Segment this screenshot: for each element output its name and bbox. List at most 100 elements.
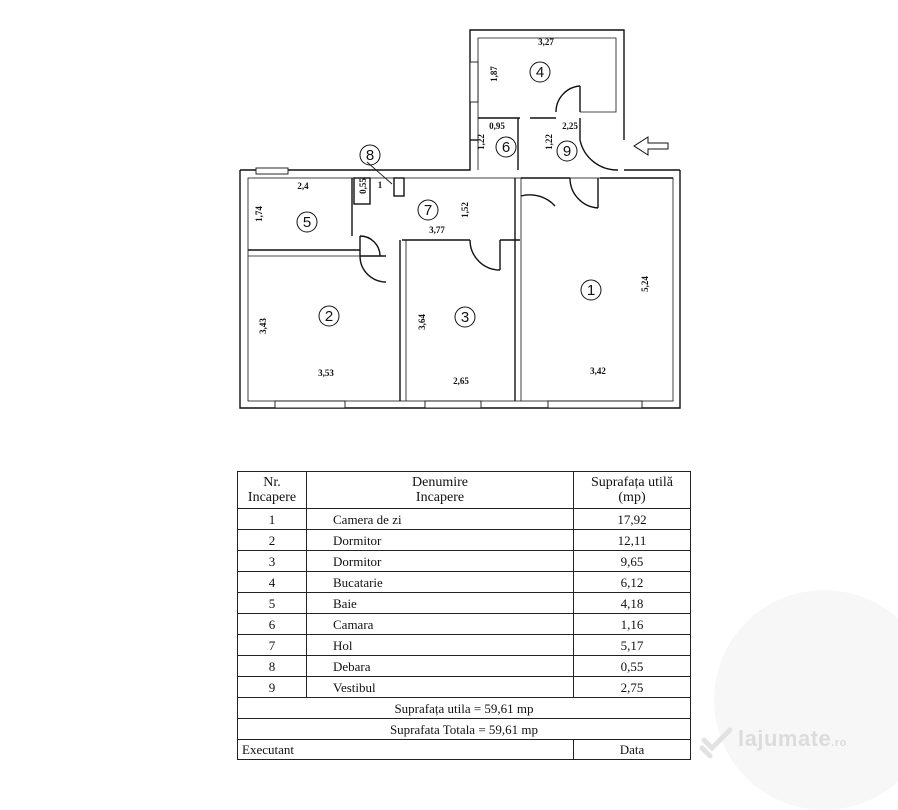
floor-plan: 1 2 3 4 5 6 7 8 9 3,42 5,24 3,53 3,43 2,… (239, 29, 681, 409)
room-9-circle (556, 140, 578, 162)
header-area-line2: (mp) (618, 490, 646, 505)
room-3-width: 2,65 (453, 376, 469, 386)
row-area: 0,55 (573, 655, 691, 677)
room-5-circle (296, 211, 318, 233)
room-4-circle (529, 61, 551, 83)
door-3 (469, 239, 501, 271)
room-3-circle (454, 306, 476, 328)
row-nr: 8 (237, 655, 307, 677)
room-2-circle (318, 305, 340, 327)
row-nr: 2 (237, 529, 307, 551)
watermark: lajumate.ro (706, 726, 847, 752)
footer-data: Data (619, 742, 645, 757)
header-nr-line1: Nr. (263, 475, 281, 490)
row-area: 2,75 (573, 676, 691, 698)
window-4 (469, 61, 479, 103)
room-5-length: 1,74 (254, 206, 264, 222)
header-name: Denumire Incapere (306, 471, 574, 509)
door-1b (569, 177, 599, 209)
row-name: Baie (306, 592, 574, 614)
entry-door (579, 139, 619, 171)
window-3 (424, 400, 482, 409)
room-4-label: 4 (536, 64, 544, 81)
header-nr: Nr. Incapere (237, 471, 307, 509)
row-area: 4,18 (573, 592, 691, 614)
background-blob (714, 590, 898, 810)
room-2-length: 3,43 (258, 318, 268, 334)
footer-row: Executant Data (237, 739, 691, 760)
outer-wall-top (240, 29, 625, 171)
total-useful: Suprafața utila = 59,61 mp (237, 697, 691, 719)
row-name: Bucatarie (306, 571, 574, 593)
room-3-length: 3,64 (417, 314, 427, 330)
room-7-label: 7 (424, 202, 432, 219)
area-table: Nr. Incapere Denumire Incapere Suprafața… (237, 471, 691, 760)
row-nr: 1 (237, 508, 307, 530)
window-2 (274, 400, 346, 409)
door-5 (359, 235, 381, 257)
room-1-circle (580, 279, 602, 301)
row-name: Debara (306, 655, 574, 677)
room-4-width: 3,27 (538, 37, 554, 47)
row-name: Dormitor (306, 550, 574, 572)
header-name-line1: Denumire (412, 475, 468, 490)
room-3-label: 3 (461, 309, 469, 326)
room-9-length: 1,22 (544, 134, 554, 150)
total-overall: Suprafata Totala = 59,61 mp (237, 718, 691, 740)
room-2-width: 3,53 (318, 368, 334, 378)
table-header-row: Nr. Incapere Denumire Incapere Suprafața… (237, 471, 691, 509)
room-8-label: 8 (366, 147, 374, 164)
row-nr: 6 (237, 613, 307, 635)
window-1 (547, 400, 643, 409)
closet-8 (353, 177, 371, 205)
room-7-length: 1,52 (460, 202, 470, 218)
room-6-circle (495, 136, 517, 158)
window-5 (255, 167, 289, 175)
row-area: 1,16 (573, 613, 691, 635)
room-2-label: 2 (325, 308, 333, 325)
watermark-logo-icon (699, 727, 733, 759)
door-2 (359, 255, 387, 283)
row-area: 6,12 (573, 571, 691, 593)
room-8-width: 1 (378, 180, 383, 190)
room-6-length: 1,22 (476, 134, 486, 150)
row-name: Camera de zi (306, 508, 574, 530)
row-nr: 5 (237, 592, 307, 614)
room-4-length: 1,87 (489, 66, 499, 82)
room-5-width: 2,4 (297, 181, 309, 191)
header-area: Suprafața utilă (mp) (573, 471, 691, 509)
footer-right: Data (573, 739, 691, 760)
row-name: Hol (306, 634, 574, 656)
entry-arrow-icon (633, 136, 669, 156)
row-area: 9,65 (573, 550, 691, 572)
watermark-suffix: .ro (831, 737, 847, 749)
door-1 (520, 194, 556, 207)
room-5-label: 5 (303, 214, 311, 231)
room-6-label: 6 (502, 139, 510, 156)
total-overall-row: Suprafata Totala = 59,61 mp (237, 718, 691, 740)
row-name: Dormitor (306, 529, 574, 551)
row-area: 5,17 (573, 634, 691, 656)
closet-8b (393, 177, 405, 197)
room-1-width: 3,42 (590, 366, 606, 376)
total-useful-row: Suprafața utila = 59,61 mp (237, 697, 691, 719)
row-name: Camara (306, 613, 574, 635)
row-nr: 7 (237, 634, 307, 656)
row-nr: 9 (237, 676, 307, 698)
row-name: Vestibul (306, 676, 574, 698)
room-9-label: 9 (563, 143, 571, 160)
row-area: 17,92 (573, 508, 691, 530)
room-8-circle (359, 144, 381, 166)
footer-left: Executant (237, 739, 574, 760)
room-6-width: 0,95 (489, 121, 505, 131)
room-9-width: 2,25 (562, 121, 578, 131)
header-nr-line2: Incapere (247, 490, 297, 505)
